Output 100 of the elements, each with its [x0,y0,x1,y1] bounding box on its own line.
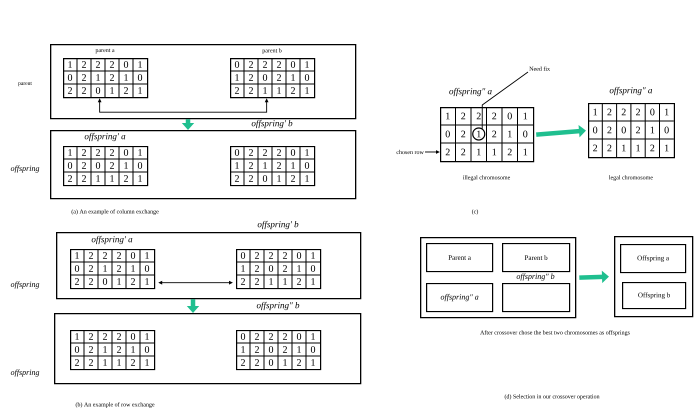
grid-cell: 1 [477,130,481,138]
grid-cell: 2 [124,87,128,94]
grid-heading: offspring″ b [256,302,300,310]
grid-cell: 2 [262,149,267,156]
grid-cell: 2 [636,126,640,134]
row-label: offspring [10,165,40,173]
grid-cell: 2 [130,278,135,285]
grid-cell: 1 [311,252,315,259]
grid-cell: 2 [96,61,100,68]
grid-cell: 2 [476,112,481,120]
grid-cell: 0 [290,61,296,68]
grid-cell: 2 [82,74,86,81]
grid-heading: offspring″ a [610,86,652,96]
grid-cell: 0 [240,252,246,259]
grid-cell: 1 [145,359,149,366]
grid-cell: 2 [607,126,612,134]
grid-cell: 0 [523,130,528,138]
grid-cell: 1 [241,346,245,353]
grid-cell: 2 [262,61,267,68]
grid-cell: 1 [305,175,309,182]
grid-cell: 0 [102,278,108,285]
grid-cell: 1 [446,112,450,120]
grid-cell: 2 [248,149,253,156]
grid-cell: 2 [88,278,93,285]
grid-cell: 2 [124,175,128,182]
grid-cell: 0 [650,108,654,116]
grid-cell: 1 [235,162,239,169]
grid-cell: 1 [138,149,142,156]
grid-cell: 2 [116,346,121,353]
grid-cell: 2 [254,346,259,353]
grid-cell: 2 [240,278,245,285]
grid-cell: 2 [268,252,273,259]
row-label: offspring [10,281,40,289]
grid-cell: 2 [82,61,86,68]
grid-cell: 1 [492,148,496,156]
grid-cell: 2 [82,175,86,182]
grid-cell: 2 [254,278,259,285]
grid-cell: 1 [311,278,315,285]
grid-cell: 0 [124,149,128,156]
grid-cell: 1 [145,333,149,340]
grid-cell: 0 [138,162,142,169]
grid-cell: 2 [88,359,93,366]
grid-cell: 1 [117,359,121,366]
grid-cell: 1 [283,359,287,366]
grid-cell: 2 [446,148,450,156]
grid-cell: 1 [291,74,295,81]
text-box: offspring″ a [426,282,494,312]
grid-cell: 0 [268,346,274,353]
grid-cell: 1 [305,149,309,156]
grid-cell: 2 [96,149,100,156]
grid-cell: 0 [262,175,268,182]
grid-cell: 2 [290,87,295,94]
grid-cell: 1 [665,108,669,116]
grid-cell: 0 [268,265,274,272]
grid-cell: 2 [74,359,79,366]
grid-cell: 2 [650,144,654,152]
grid-cell: 2 [282,265,287,272]
grid-cell: 2 [290,175,295,182]
grid-cell: 2 [254,252,259,259]
grid-cell: 1 [311,359,315,366]
grid-cell: 1 [145,252,149,259]
grid-cell: 2 [116,265,121,272]
grid-cell: 1 [263,87,267,94]
grid-cell: 2 [296,359,301,366]
grid-cell: 0 [664,126,669,134]
grid-cell: 0 [622,126,626,134]
grid-heading: offspring″ a [449,88,492,96]
grid-cell: 2 [88,252,93,259]
grid-cell: 2 [102,252,107,259]
grid-cell: 2 [254,333,259,340]
grid-cell: 0 [304,74,310,81]
grid-cell: 1 [131,265,135,272]
grid-cell: 1 [96,74,100,81]
grid-cell: 2 [248,175,253,182]
grid-cell: 2 [110,162,114,169]
grid-cell: 2 [268,333,273,340]
grid-cell: 2 [282,346,287,353]
grid-cell: 2 [240,359,245,366]
grid-cell: 1 [241,265,245,272]
grid-cell: 0 [138,74,142,81]
grid-cell: 0 [304,162,310,169]
grid-cell: 0 [124,61,128,68]
grid-cell: 0 [144,265,150,272]
grid-cell: 2 [282,333,287,340]
grid-cell: 1 [524,148,528,156]
grid-cell: 2 [622,108,626,116]
grid-cell: 1 [124,162,128,169]
grid-cell: 2 [254,359,259,366]
number-grid [70,329,156,370]
grid-cell: 0 [130,333,136,340]
grid-cell: 2 [88,333,93,340]
grid-cell: 2 [116,333,121,340]
grid-cell: 1 [103,359,107,366]
grid-cell: 2 [248,74,253,81]
grid-cell: 1 [636,144,640,152]
grid-cell: 1 [110,175,114,182]
grid-cell: 1 [305,61,309,68]
grid-cell: 2 [508,148,512,156]
grid-cell: 2 [234,87,239,94]
grid-cell: 1 [138,87,142,94]
